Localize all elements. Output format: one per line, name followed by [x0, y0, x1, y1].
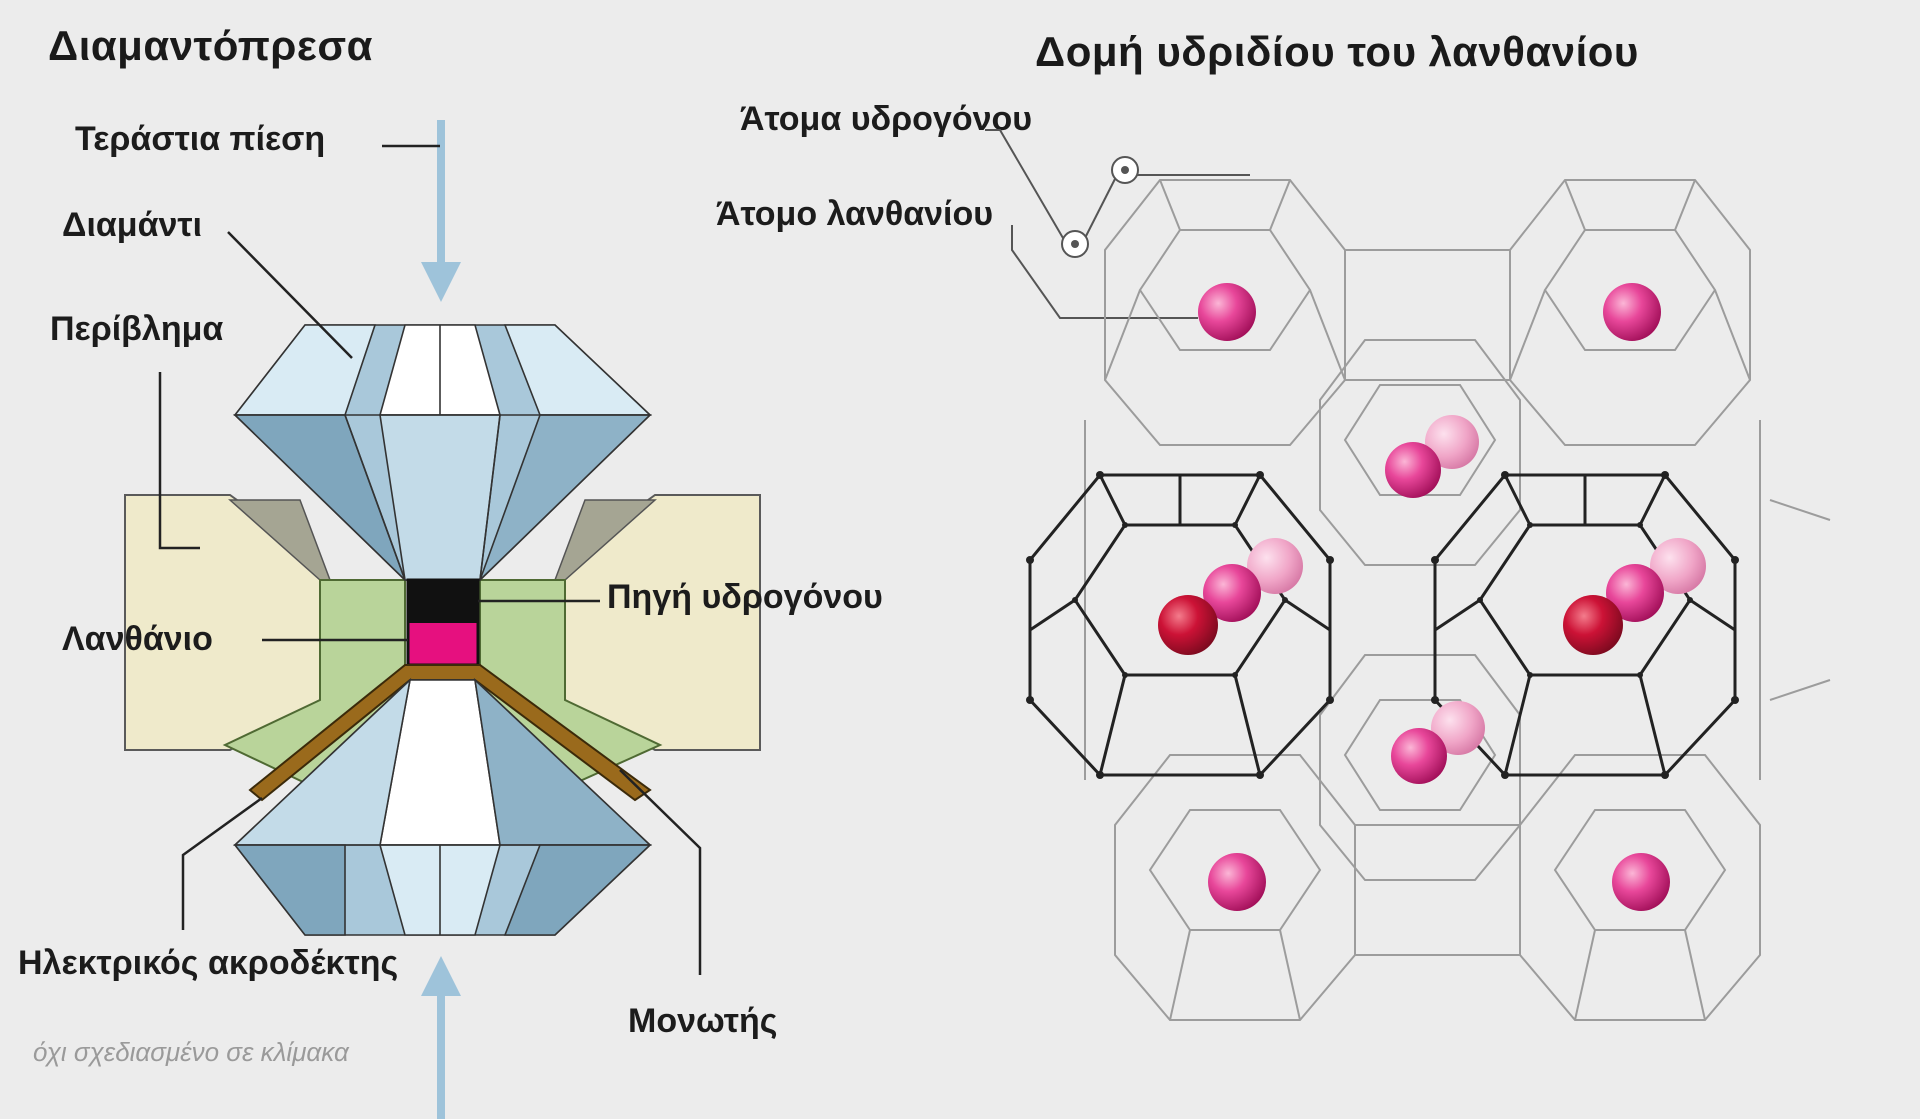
lower-diamond	[232, 677, 653, 936]
lanthanum-atom	[1203, 564, 1261, 622]
lattice-grey	[1084, 179, 1831, 1021]
lattice-dark	[1028, 473, 1737, 777]
pressure-arrow-bottom	[421, 956, 461, 1119]
not-to-scale-note: όχι σχεδιασμένο σε κλίμακα	[33, 1037, 349, 1067]
label-hydrogen-source: Πηγή υδρογόνου	[607, 578, 883, 616]
lanthanum-atom	[1431, 701, 1485, 755]
structure-title: Δομή υδριδίου του λανθανίου	[1035, 28, 1639, 75]
lanthanum-atom	[1606, 564, 1664, 622]
label-hydrogen-atoms: Άτομα υδρογόνου	[740, 100, 1033, 138]
lanthanum-atom	[1198, 283, 1256, 341]
label-lanthanum-atom: Άτομο λανθανίου	[716, 195, 994, 233]
label-electrode: Ηλεκτρικός ακροδέκτης	[18, 944, 399, 982]
lanthanum-atom	[1247, 538, 1303, 594]
label-diamond: Διαμάντι	[62, 206, 203, 244]
lanthanum-atom	[1158, 595, 1218, 655]
lanthanum-atom	[1603, 283, 1661, 341]
hydrogen-source-block	[408, 580, 478, 622]
lanthanum-atom	[1425, 415, 1479, 469]
pressure-arrow-top	[421, 120, 461, 302]
label-casing: Περίβλημα	[50, 310, 224, 348]
leader-lines-left	[158, 144, 702, 975]
lanthanum-atoms	[1158, 283, 1706, 911]
lanthanum-atom	[1612, 853, 1670, 911]
diamond-press-title: Διαμαντόπρεσα	[48, 22, 373, 69]
label-pressure: Τεράστια πίεση	[75, 120, 326, 158]
label-lanthanum: Λανθάνιο	[62, 620, 213, 658]
label-insulator: Μονωτής	[628, 1002, 778, 1040]
lanthanum-atom	[1391, 728, 1447, 784]
lanthanum-atom	[1563, 595, 1623, 655]
lattice-vertices	[1026, 471, 1739, 779]
lanthanum-atom	[1208, 853, 1266, 911]
leader-lines-right	[985, 129, 1250, 319]
lanthanum-atom	[1650, 538, 1706, 594]
lanthanum-atom	[1385, 442, 1441, 498]
insulator-strip	[248, 664, 652, 802]
